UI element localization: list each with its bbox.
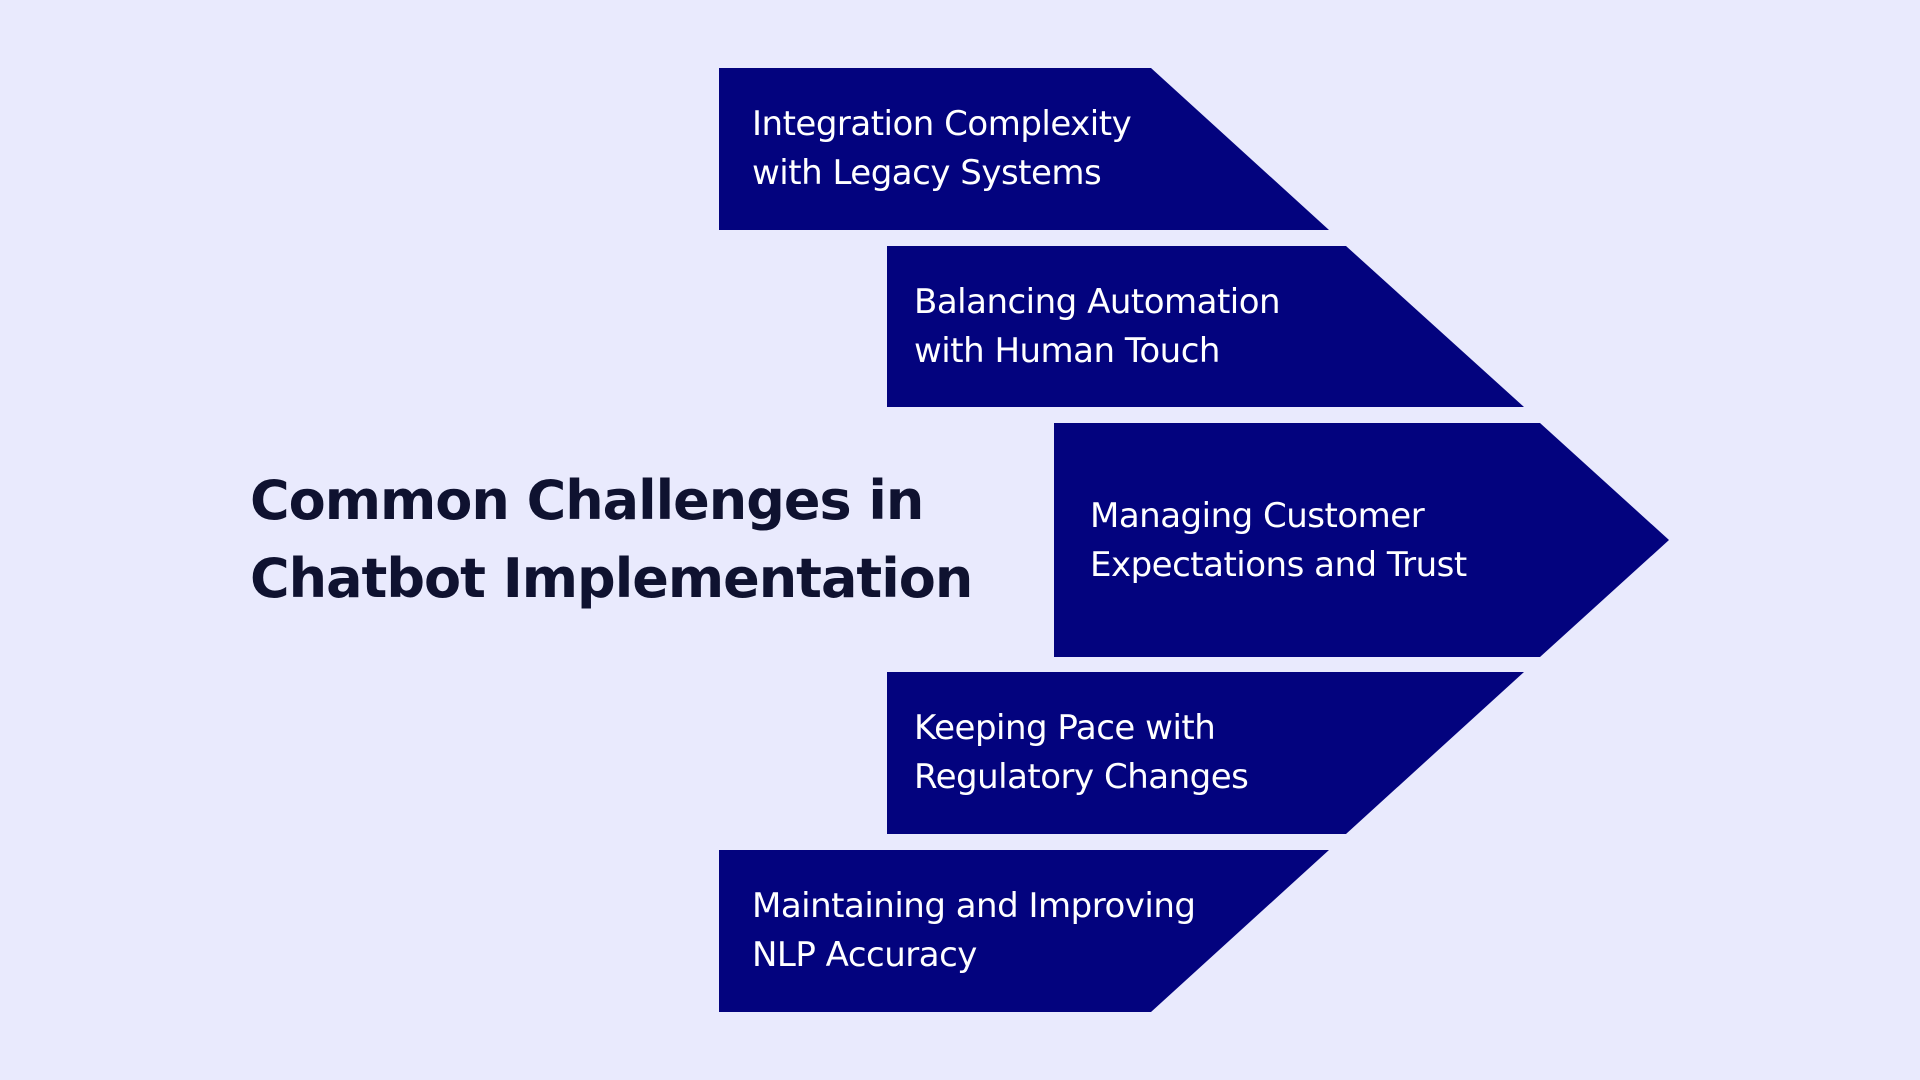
challenge-label-regulatory-line-2: Regulatory Changes (914, 757, 1249, 797)
challenge-shape-nlp (719, 850, 1329, 1012)
diagram-title-line-1: Common Challenges in (250, 469, 924, 532)
diagram-title-line-2: Chatbot Implementation (250, 547, 973, 610)
challenge-shape-integration (719, 68, 1329, 230)
challenge-label-regulatory-line-1: Keeping Pace with (914, 708, 1216, 748)
diagram-title: Common Challenges in Chatbot Implementat… (250, 462, 1030, 618)
challenge-label-expectations-line-1: Managing Customer (1090, 496, 1425, 536)
challenge-label-regulatory: Keeping Pace with Regulatory Changes (914, 704, 1249, 802)
challenge-shape-expectations (1054, 423, 1669, 657)
challenge-label-automation: Balancing Automation with Human Touch (914, 278, 1281, 376)
challenge-label-integration-line-1: Integration Complexity (752, 104, 1132, 144)
challenge-label-automation-line-2: with Human Touch (914, 331, 1220, 371)
challenge-label-nlp-line-1: Maintaining and Improving (752, 886, 1196, 926)
challenge-label-automation-line-1: Balancing Automation (914, 282, 1281, 322)
challenge-shape-automation (887, 246, 1524, 407)
challenge-shape-regulatory (887, 672, 1524, 834)
challenge-label-integration: Integration Complexity with Legacy Syste… (752, 100, 1132, 198)
challenge-label-nlp-line-2: NLP Accuracy (752, 935, 977, 975)
challenge-label-expectations: Managing Customer Expectations and Trust (1090, 492, 1467, 590)
challenge-label-nlp: Maintaining and Improving NLP Accuracy (752, 882, 1196, 980)
challenge-label-integration-line-2: with Legacy Systems (752, 153, 1102, 193)
challenge-label-expectations-line-2: Expectations and Trust (1090, 545, 1467, 585)
